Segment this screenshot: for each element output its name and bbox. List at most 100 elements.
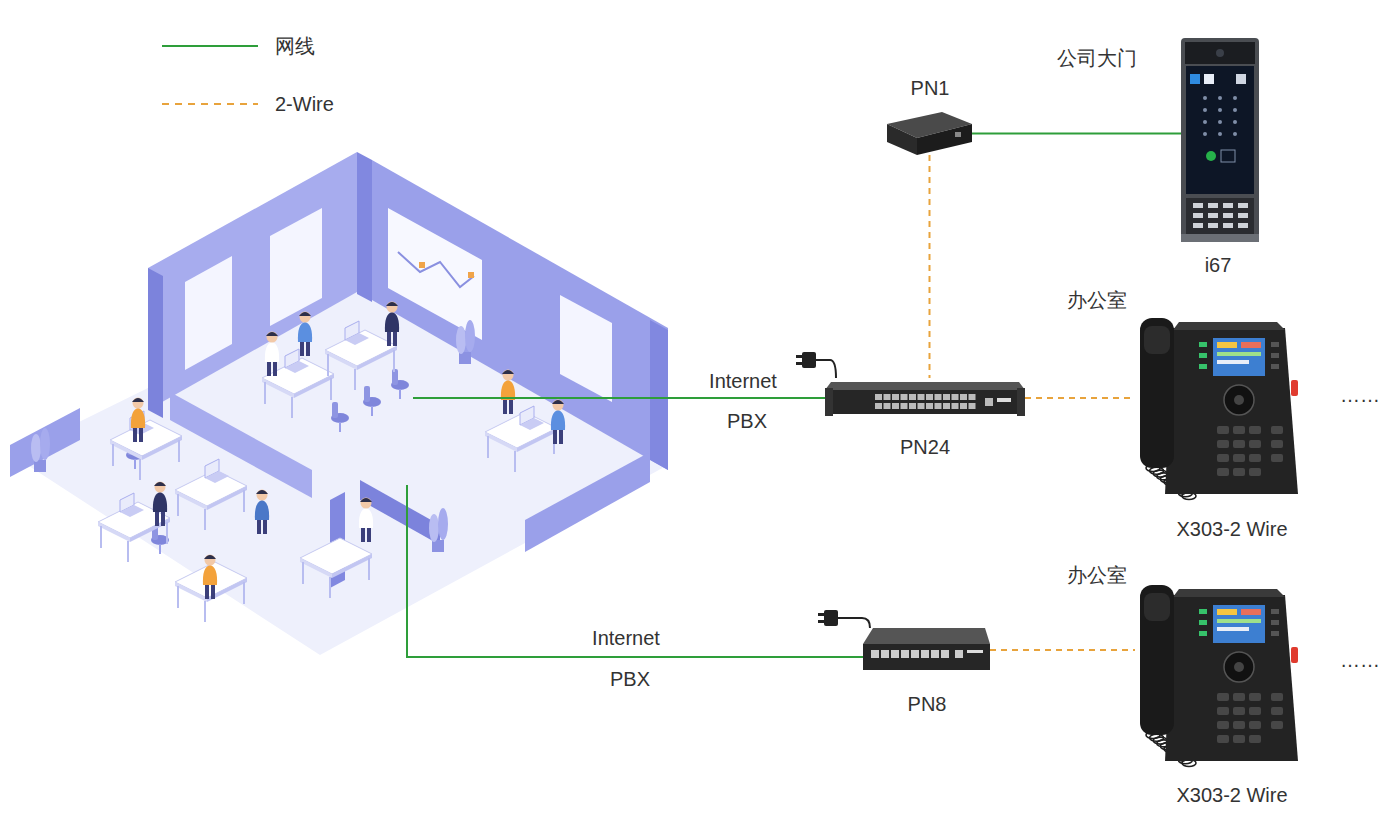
person <box>265 332 279 377</box>
sofa <box>360 480 440 545</box>
device-picture <box>1181 38 1259 242</box>
wall-edge <box>148 268 163 418</box>
keypad-key <box>1217 721 1229 729</box>
legend-line <box>162 45 258 47</box>
camera-strip <box>1185 42 1255 64</box>
legend-text: 2-Wire <box>275 92 334 116</box>
switch-port <box>935 394 942 400</box>
line-key <box>1271 342 1279 347</box>
screen-key <box>1233 96 1237 100</box>
screen-icon <box>1190 74 1200 84</box>
keypad-key <box>1223 213 1233 218</box>
line-key <box>1199 353 1207 358</box>
keypad-key <box>1217 735 1229 743</box>
keypad-key <box>1208 213 1218 218</box>
switch-port <box>871 650 879 658</box>
switch-port <box>891 650 899 658</box>
switch-front <box>825 390 1025 414</box>
line-key <box>1271 620 1279 625</box>
box-front <box>917 124 972 155</box>
function-key <box>1271 707 1283 715</box>
laptop <box>520 406 544 430</box>
keypad-key <box>1193 213 1203 218</box>
switch-front <box>863 644 990 670</box>
box-port <box>955 132 961 137</box>
brand-plate <box>997 398 1011 402</box>
line-key <box>1199 609 1207 614</box>
switch-port <box>881 650 889 658</box>
keypad-key <box>1233 693 1245 701</box>
keypad-key <box>1238 223 1248 228</box>
laptop <box>345 321 369 345</box>
pillar <box>650 320 668 470</box>
keypad-key <box>1233 707 1245 715</box>
keypad-key <box>1249 735 1261 743</box>
card-zone <box>1221 150 1235 162</box>
switch-port <box>901 403 908 409</box>
function-key <box>1271 440 1283 448</box>
screen-detail <box>1217 609 1237 615</box>
nav-center <box>1234 662 1244 672</box>
line-key <box>1199 364 1207 369</box>
link-label: PBX <box>727 409 767 433</box>
floor <box>12 285 668 655</box>
nav-pad <box>1224 652 1254 682</box>
low-wall <box>10 408 80 477</box>
device-node: PN24 <box>825 378 1025 418</box>
line-key <box>1199 631 1207 636</box>
device-picture <box>825 378 1025 418</box>
keypad-key <box>1217 693 1229 701</box>
legend-sample <box>160 90 260 118</box>
switch-port <box>909 394 916 400</box>
legend-line <box>162 103 258 105</box>
device-label: PN8 <box>908 692 947 716</box>
laptop <box>285 349 309 373</box>
keypad-key <box>1233 440 1245 448</box>
switch-port <box>941 650 949 658</box>
screen-key <box>1203 132 1207 136</box>
phone-screen <box>1213 338 1265 376</box>
camera <box>1216 49 1224 57</box>
chart-line <box>398 252 474 287</box>
keypad-key <box>1217 426 1229 434</box>
line-key <box>1199 342 1207 347</box>
rack-ear <box>1017 388 1025 416</box>
screen-detail <box>1217 627 1249 631</box>
screen-key <box>1203 96 1207 100</box>
line-key <box>1271 364 1279 369</box>
plant <box>31 428 50 472</box>
switch-port <box>918 394 925 400</box>
phone-body <box>1165 328 1298 494</box>
panel-base <box>1181 234 1259 242</box>
switch-top <box>825 382 1025 390</box>
window <box>560 295 612 402</box>
red-button <box>1291 647 1298 663</box>
keypad-key <box>1249 468 1261 476</box>
keypad-key <box>1208 223 1218 228</box>
screen-icon <box>1204 74 1214 84</box>
device-label: i67 <box>1205 253 1232 277</box>
switch-port <box>943 394 950 400</box>
switch-port <box>901 394 908 400</box>
chair <box>331 402 349 432</box>
device-label: X303-2 Wire <box>1176 783 1287 807</box>
screen-key <box>1233 120 1237 124</box>
switch-port <box>931 650 939 658</box>
two-wire-cable <box>929 155 931 378</box>
screen-key <box>1218 96 1222 100</box>
two-wire-cable <box>990 649 1135 651</box>
keypad-key <box>1233 468 1245 476</box>
desk <box>300 538 372 598</box>
keypad-key <box>1233 426 1245 434</box>
keypad-key <box>1249 721 1261 729</box>
keypad-key <box>1223 223 1233 228</box>
function-key <box>1271 721 1283 729</box>
uplink-port <box>985 398 993 406</box>
pillar <box>357 152 372 302</box>
legend-entry: 2-Wire <box>160 90 360 118</box>
keypad-key <box>1249 440 1261 448</box>
person <box>385 302 399 347</box>
device-node: 办公室X303-2 Wire <box>1135 585 1300 767</box>
keypad-key <box>1223 203 1233 208</box>
phone-handset <box>1140 585 1174 735</box>
